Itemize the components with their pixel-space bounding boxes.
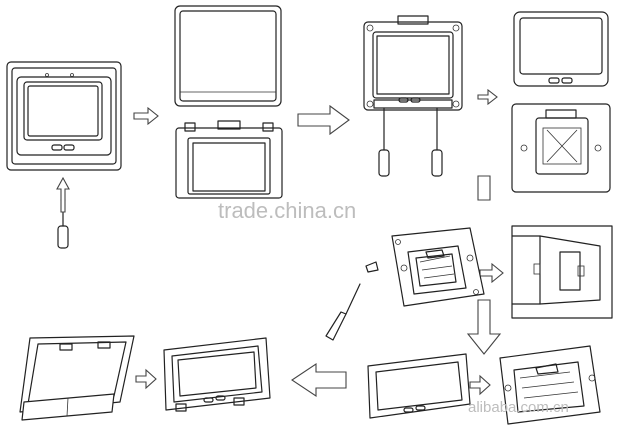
arrow-down-icon: [477, 175, 491, 201]
arrow-right-icon: [469, 374, 491, 396]
arrow-right-icon: [297, 104, 350, 136]
step6-back-plate-mounting: [391, 227, 485, 307]
step4-back-plate: [511, 103, 611, 193]
watermark-bottom-right: alibaba.com.cn: [468, 399, 569, 416]
arrow-right-icon: [133, 106, 159, 126]
step10-front-cover: [19, 335, 135, 421]
step9-assembled-unit: [163, 337, 271, 412]
step5-wall-box-detail: [511, 225, 613, 319]
step4-front-module: [513, 11, 609, 87]
screw-icon: [365, 261, 379, 273]
step3-frame-release: [363, 15, 463, 111]
screwdriver-icon: [431, 107, 443, 177]
step2-front-cover: [174, 5, 282, 107]
arrow-right-icon: [135, 368, 157, 390]
arrow-left-icon: [291, 362, 347, 398]
arrow-right-icon: [477, 88, 498, 106]
arrow-down-icon: [466, 299, 502, 355]
watermark-center: trade.china.cn: [218, 198, 356, 223]
step7-front-module: [367, 353, 471, 419]
step1-assembled-thermostat: [6, 61, 122, 171]
arrow-up-icon: [56, 176, 70, 213]
step2-frame: [175, 120, 283, 199]
screwdriver-icon: [325, 283, 361, 341]
screwdriver-icon: [378, 107, 390, 177]
arrow-right-icon: [479, 262, 504, 284]
step8-back-plate-wiring: [499, 345, 601, 425]
